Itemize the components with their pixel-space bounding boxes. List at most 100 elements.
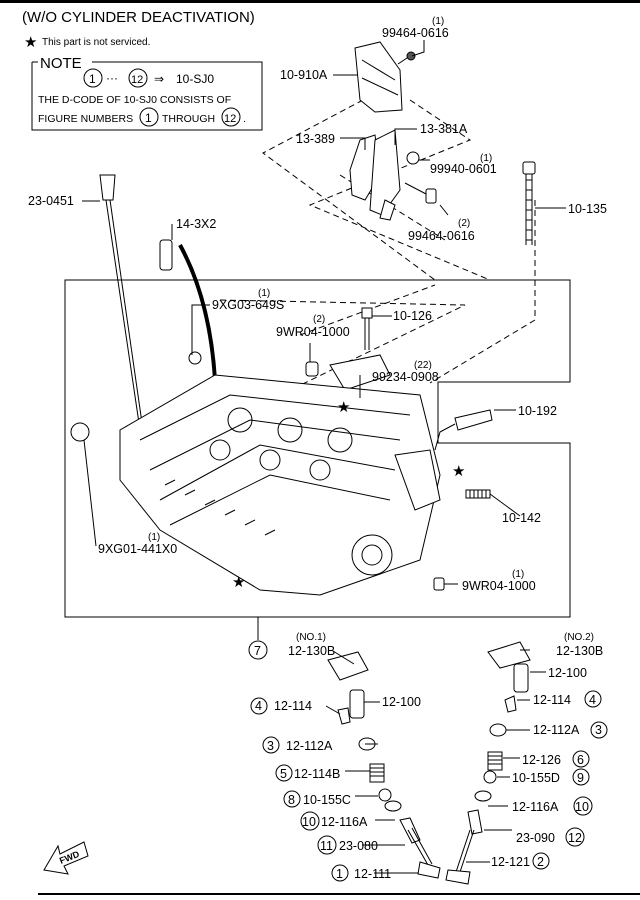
note-range-from: 1 [89,72,96,86]
part-label-10-135: 10-135 [568,202,607,216]
star-icon: ★ [337,399,350,416]
star-icon: ★ [452,463,465,480]
part-clip-b [504,695,517,713]
part-bolt-10-126 [361,307,373,350]
figure-number-2: 2 [537,855,544,869]
part-label-12-112a: 12-112A [286,739,333,753]
part-valve-12-111 [407,827,441,879]
part-label-12-114-b: 12-114 [533,693,571,707]
star-icon: ★ [24,34,37,51]
figure-number-5: 5 [280,767,287,781]
figure-number-9: 9 [577,771,584,785]
figure-number-4: 4 [255,699,262,713]
part-label-12-116a-b: 12-116A [512,800,559,814]
diagram-title: (W/O CYLINDER DEACTIVATION) [22,9,255,26]
figure-number-10: 10 [302,815,316,829]
part-dowel-9wr04-b [433,577,445,591]
qty-label: (1) [512,569,524,580]
figure-number-1: 1 [336,867,343,881]
qty-label: (1) [480,153,492,164]
qty-label: (NO.2) [564,632,594,643]
part-label-12-130b: 12-130B [288,644,335,658]
part-label-9wr04-1000: 9WR04-1000 [276,325,350,339]
figure-number-12: 12 [568,831,582,845]
note-arrow: ⇒ [154,72,164,86]
figure-number-3-b: 3 [595,723,602,737]
figure-number-11: 11 [320,839,333,853]
part-rocker-arm-no1 [327,651,369,681]
part-rocker-arm-no2 [487,641,531,669]
note-line3-n1: 1 [145,111,152,125]
part-label-12-111: 12-111 [354,867,391,881]
part-guide-a [399,817,421,844]
bolt-icon [404,182,437,204]
note-range-to: 12 [131,74,143,86]
part-cap-b [489,723,507,737]
part-spring-a [369,763,385,783]
note-box: NOTE 1 ··· 12 ⇒ 10-SJ0 THE D-CODE OF 10-… [31,55,263,131]
part-label-10-142: 10-142 [502,511,541,525]
qty-label: (22) [414,360,432,371]
nut-icon [406,151,420,165]
part-valve-12-121 [445,829,475,885]
star-icon: ★ [232,574,245,591]
part-label-99234-0908: 99234-0908 [372,370,439,384]
part-cap [329,354,391,391]
part-label-12-100: 12-100 [382,695,421,709]
note-line3-mid: THROUGH [162,113,215,125]
qty-label: (1) [258,288,270,299]
part-spring-b [487,751,503,771]
figure-number-6: 6 [577,753,584,767]
qty-label: (2) [313,314,325,325]
part-label-23-090: 23-090 [516,831,555,845]
part-label-12-100-b: 12-100 [548,666,587,680]
part-label-12-126: 12-126 [522,753,561,767]
frame-outline [64,279,571,618]
part-label-23-080: 23-080 [339,839,378,853]
qty-label: (2) [458,218,470,229]
part-label-13-381a: 13-381A [420,122,468,136]
qty-label: (1) [148,532,160,543]
legend-text: This part is not serviced. [42,37,150,48]
note-line2: THE D-CODE OF 10-SJ0 CONSISTS OF [38,94,231,106]
note-heading: NOTE [40,55,82,72]
part-label-10-155d: 10-155D [512,771,560,785]
part-plug-9xg03 [188,351,202,365]
part-seal-b [474,790,492,802]
part-clip-a [337,707,351,725]
part-cover-10-910a [354,41,403,113]
part-label-23-0451: 23-0451 [28,194,74,208]
part-label-99940-0601: 99940-0601 [430,162,497,176]
qty-label: (1) [432,16,444,27]
part-dipstick-23-0451 [99,174,144,431]
top-border [0,0,640,3]
note-line3-end: . [243,113,246,125]
note-target: 10-SJ0 [176,72,214,86]
note-line3-n2: 12 [224,113,236,125]
leader-lines [82,40,566,874]
part-lash-adjuster-b [513,663,529,693]
part-label-99464-0616-b: 99464-0616 [408,229,475,243]
bottom-border [38,893,640,895]
part-bolt-10-135 [522,161,536,245]
part-label-10-192: 10-192 [518,404,557,418]
part-retainer-b [483,770,497,784]
figure-number-4-b: 4 [589,693,596,707]
part-label-10-155c: 10-155C [303,793,351,807]
part-label-12-114b: 12-114B [294,767,340,781]
bolt-icon [397,51,416,65]
part-label-12-130b-b: 12-130B [556,644,603,658]
part-retainer-a [378,788,392,802]
note-line3-pre: FIGURE NUMBERS [38,113,133,125]
part-plug-9xg01 [70,422,90,442]
part-seal-a [384,800,402,812]
part-label-9xg01-441x0: 9XG01-441X0 [98,542,177,556]
part-label-99464-0616: 99464-0616 [382,26,449,40]
part-tube-14-3x2 [159,239,217,381]
figure-number-7: 7 [254,644,261,658]
part-label-12-114: 12-114 [274,699,312,713]
note-range-sep: ··· [106,71,118,85]
part-label-12-121: 12-121 [491,855,530,869]
part-guide-b [467,809,483,835]
